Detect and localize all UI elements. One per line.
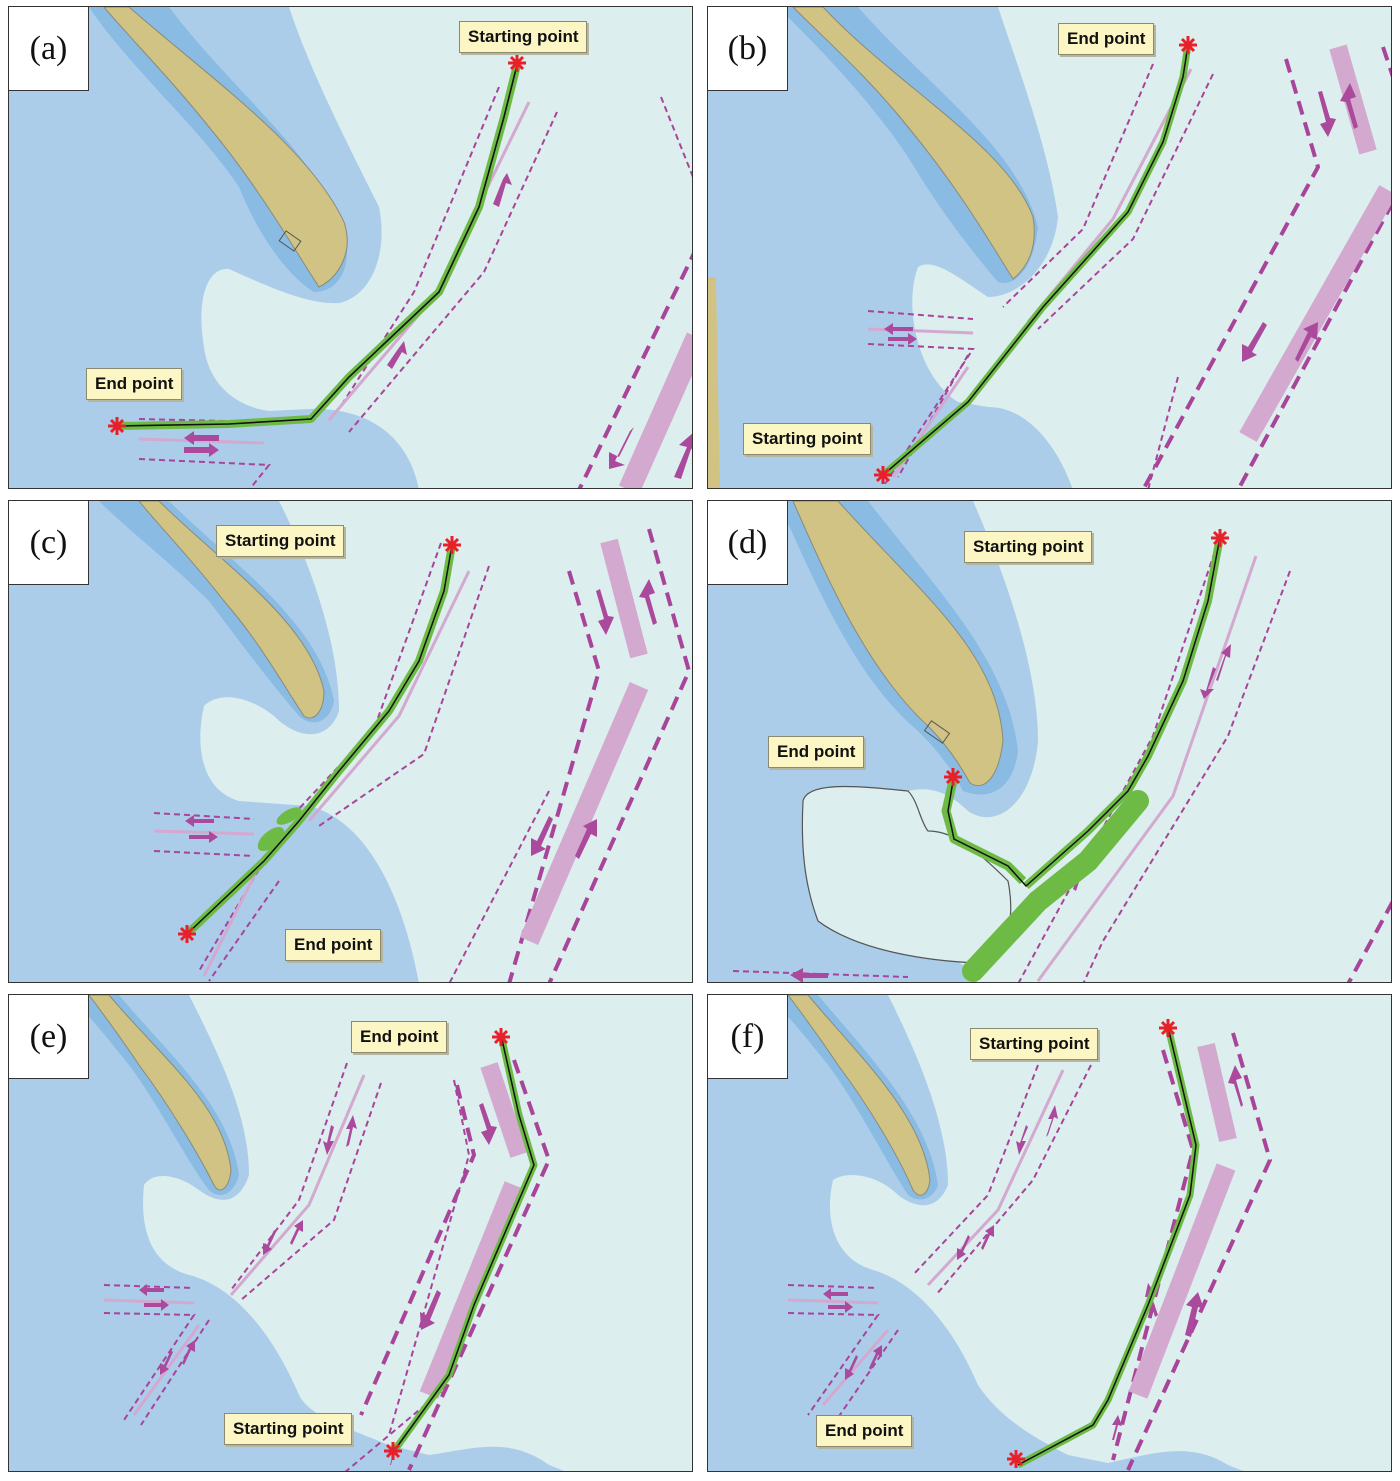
- panel-label: (a): [9, 7, 89, 91]
- end-callout: End point: [816, 1415, 913, 1447]
- start-callout: Starting point: [743, 423, 872, 455]
- start-callout: Starting point: [459, 21, 588, 53]
- start-callout: Starting point: [970, 1028, 1099, 1060]
- end-marker-icon: [1179, 36, 1197, 54]
- panel-f: (f) Starting point End point: [707, 994, 1392, 1472]
- chart-map-d: [708, 501, 1391, 982]
- end-callout: End point: [285, 929, 382, 961]
- start-callout: Starting point: [964, 531, 1093, 563]
- end-callout: End point: [768, 736, 865, 768]
- start-marker-icon: [443, 536, 461, 554]
- panel-e: (e) End point Starting point: [8, 994, 693, 1472]
- panel-label: (e): [9, 995, 89, 1079]
- end-callout: End point: [351, 1021, 448, 1053]
- start-marker-icon: [1211, 529, 1229, 547]
- start-callout: Starting point: [224, 1413, 353, 1445]
- panel-c: (c) Starting point End point: [8, 500, 693, 983]
- panel-label: (f): [708, 995, 788, 1079]
- panel-a: (a) Starting point End point: [8, 6, 693, 489]
- end-marker-icon: [1007, 1450, 1025, 1468]
- start-callout: Starting point: [216, 525, 345, 557]
- chart-map-a: [9, 7, 692, 488]
- end-callout: End point: [86, 368, 183, 400]
- end-marker-icon: [108, 417, 126, 435]
- start-marker-icon: [1159, 1019, 1177, 1037]
- start-marker-icon: [508, 54, 526, 72]
- chart-map-c: [9, 501, 692, 982]
- chart-map-b: [708, 7, 1391, 488]
- chart-map-e: [9, 995, 564, 1471]
- chart-map-f: [708, 995, 1273, 1471]
- panel-b: (b) End point Starting point: [707, 6, 1392, 489]
- panel-d: (d) Starting point End point: [707, 500, 1392, 983]
- end-marker-icon: [944, 768, 962, 786]
- end-callout: End point: [1058, 23, 1155, 55]
- panel-label: (b): [708, 7, 788, 91]
- end-marker-icon: [178, 925, 196, 943]
- start-marker-icon: [384, 1442, 402, 1460]
- start-marker-icon: [874, 466, 892, 484]
- panel-label: (d): [708, 501, 788, 585]
- panel-label: (c): [9, 501, 89, 585]
- end-marker-icon: [492, 1028, 510, 1046]
